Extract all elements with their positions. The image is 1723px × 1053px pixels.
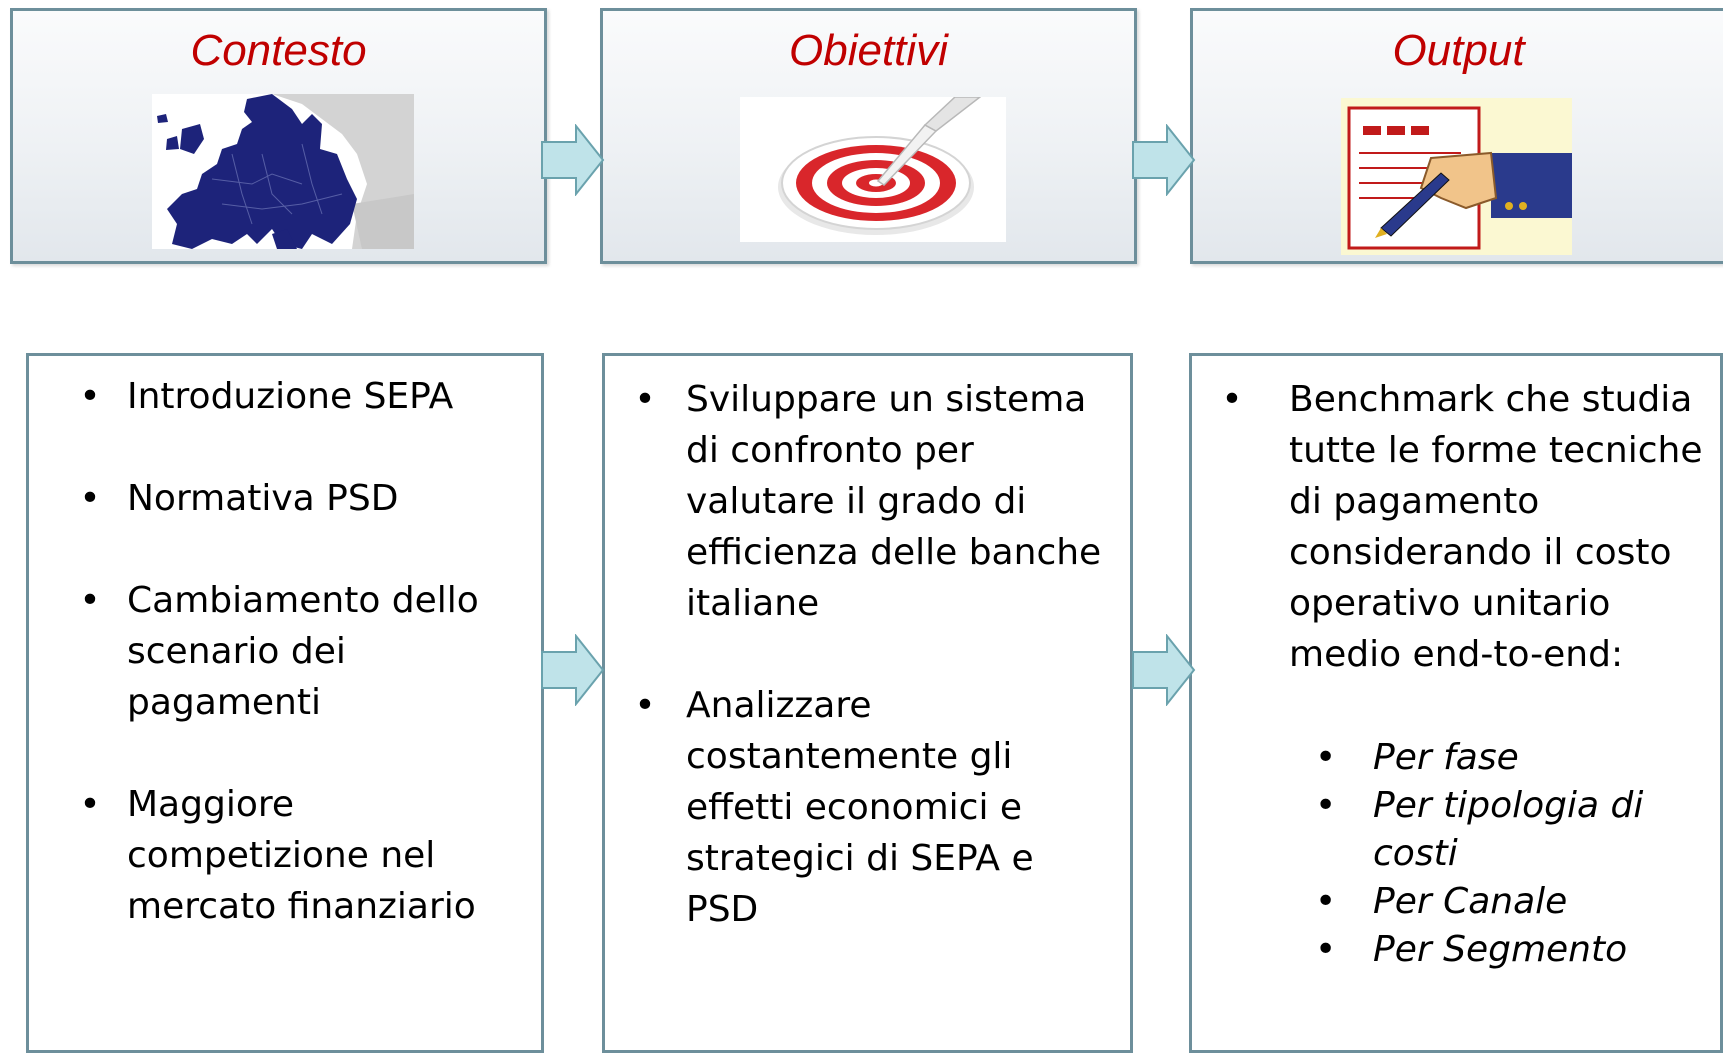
- content-box-contesto: • Introduzione SEPA • Normativa PSD • Ca…: [26, 353, 544, 1053]
- bullet: •: [1315, 881, 1337, 922]
- bullet: •: [79, 376, 101, 417]
- right-arrow-icon: [541, 124, 605, 196]
- bullet: •: [1315, 929, 1337, 970]
- right-arrow-icon: [1132, 634, 1196, 706]
- bullet: •: [634, 379, 656, 420]
- list-item: • Normativa PSD: [49, 473, 489, 524]
- right-arrow-icon: [1132, 124, 1196, 196]
- output-list: • Benchmark che studia tutte le forme te…: [1207, 374, 1707, 680]
- list-item: • Analizzare costantemente gli effetti e…: [620, 680, 1120, 935]
- europe-map-icon: [152, 94, 414, 249]
- right-arrow-icon: [541, 634, 605, 706]
- sub-list-item: • Per tipologia di costi: [1315, 782, 1693, 878]
- sub-list-item: • Per Segmento: [1315, 926, 1693, 974]
- list-item: • Introduzione SEPA: [49, 371, 489, 422]
- target-icon: [740, 97, 1006, 242]
- header-title-output: Output: [1392, 26, 1525, 75]
- bullet: •: [79, 478, 101, 519]
- bullet: •: [1315, 785, 1337, 826]
- obiettivi-list: • Sviluppare un sistema di confronto per…: [620, 374, 1120, 935]
- sub-list-item: • Per Canale: [1315, 878, 1693, 926]
- header-title-contesto: Contesto: [190, 26, 367, 75]
- content-box-output: • Benchmark che studia tutte le forme te…: [1189, 353, 1723, 1053]
- header-box-contesto: Contesto: [10, 8, 547, 264]
- document-writing-hand-icon: [1341, 98, 1572, 255]
- sub-list-item: • Per fase: [1315, 734, 1693, 782]
- header-box-output: Output: [1190, 8, 1723, 264]
- bullet: •: [634, 685, 656, 726]
- list-item: • Sviluppare un sistema di confronto per…: [620, 374, 1120, 629]
- output-sublist: • Per fase • Per tipologia di costi • Pe…: [1315, 734, 1693, 974]
- header-box-obiettivi: Obiettivi: [600, 8, 1137, 264]
- list-item: • Benchmark che studia tutte le forme te…: [1207, 374, 1707, 680]
- bullet: •: [1315, 737, 1337, 778]
- header-title-obiettivi: Obiettivi: [789, 26, 948, 75]
- content-box-obiettivi: • Sviluppare un sistema di confronto per…: [602, 353, 1133, 1053]
- bullet: •: [79, 784, 101, 825]
- bullet: •: [1221, 379, 1243, 420]
- contesto-list: • Introduzione SEPA • Normativa PSD • Ca…: [49, 371, 489, 932]
- list-item: • Cambiamento dello scenario dei pagamen…: [49, 575, 489, 728]
- bullet: •: [79, 580, 101, 621]
- list-item: • Maggiore competizione nel mercato fina…: [49, 779, 489, 932]
